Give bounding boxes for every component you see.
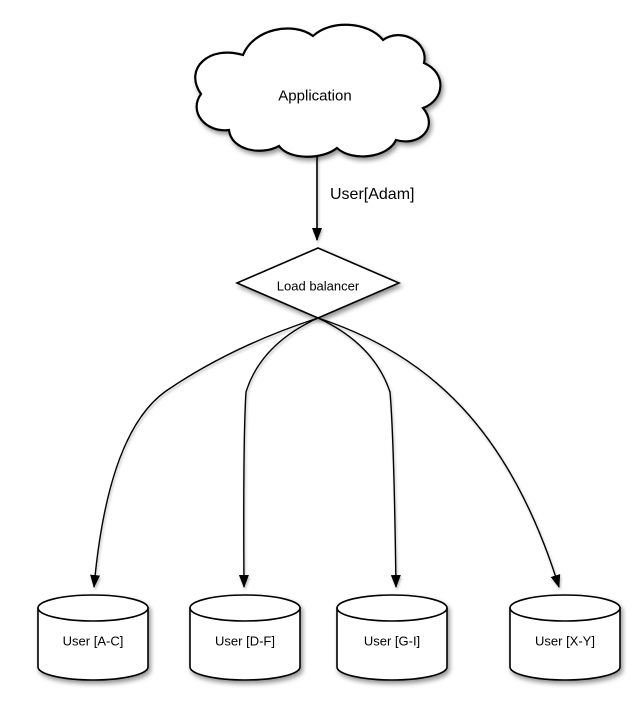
cylinder-body (336, 607, 448, 681)
edge-group (90, 152, 561, 588)
cylinder-body (189, 607, 301, 681)
edge-label-user-adam: User[Adam] (330, 186, 415, 203)
load-balancer-diamond-shape (234, 247, 402, 319)
cylinder-top (189, 594, 301, 622)
shard-cylinder-4 (509, 594, 621, 681)
edge-loadbalancer-to-shard-2 (238, 317, 319, 588)
shard-cylinder-1 (37, 594, 149, 681)
cylinder-body (37, 607, 149, 681)
cylinder-top (509, 594, 621, 622)
cylinder-body (509, 607, 621, 681)
shard-label-2: User [D-F] (215, 633, 275, 649)
cylinder-top (37, 594, 149, 622)
shard-label-1: User [A-C] (62, 633, 124, 649)
edge-loadbalancer-to-shard-3 (317, 317, 401, 588)
application-cloud-shape (194, 23, 442, 158)
application-label: Application (278, 87, 352, 105)
edge-loadbalancer-to-shard-4 (317, 317, 561, 588)
edge-loadbalancer-to-shard-1 (90, 317, 319, 588)
cylinder-top (336, 594, 448, 622)
shard-label-4: User [X-Y] (535, 633, 595, 649)
shard-cylinder-3 (336, 594, 448, 681)
shard-cylinder-2 (189, 594, 301, 681)
shard-label-3: User [G-I] (363, 633, 421, 649)
load-balancer-label: Load balancer (276, 278, 360, 294)
